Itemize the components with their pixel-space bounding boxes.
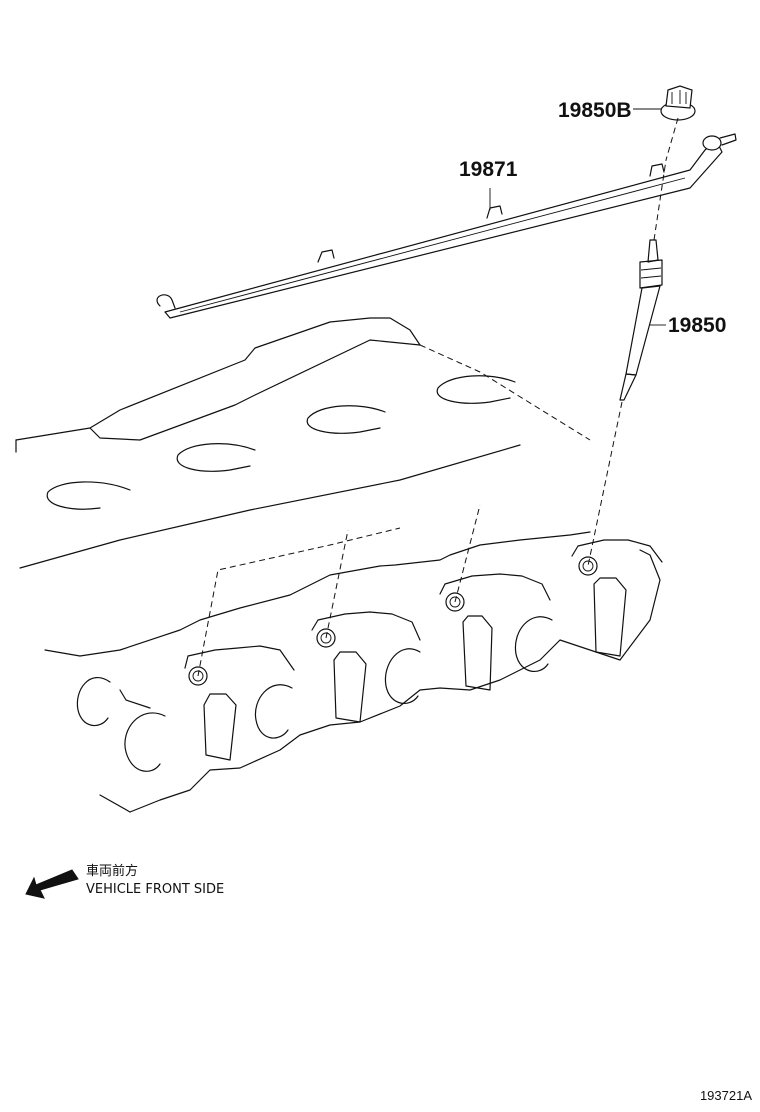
figure-number: 193721A xyxy=(700,1088,752,1103)
callout-19850: 19850 xyxy=(668,314,726,337)
connector-bar-part xyxy=(156,133,737,319)
glow-plug-part xyxy=(587,159,667,567)
callout-19871: 19871 xyxy=(459,158,518,181)
leader-lines xyxy=(489,108,666,326)
callout-19850b: 19850B xyxy=(558,99,632,122)
vehicle-front-arrow-icon xyxy=(25,869,79,899)
cylinder-head xyxy=(15,317,663,813)
direction-note-japanese: 車両前方 xyxy=(86,863,138,879)
glow-plug-connector-part xyxy=(660,85,696,161)
direction-note-english: VEHICLE FRONT SIDE xyxy=(86,882,224,897)
